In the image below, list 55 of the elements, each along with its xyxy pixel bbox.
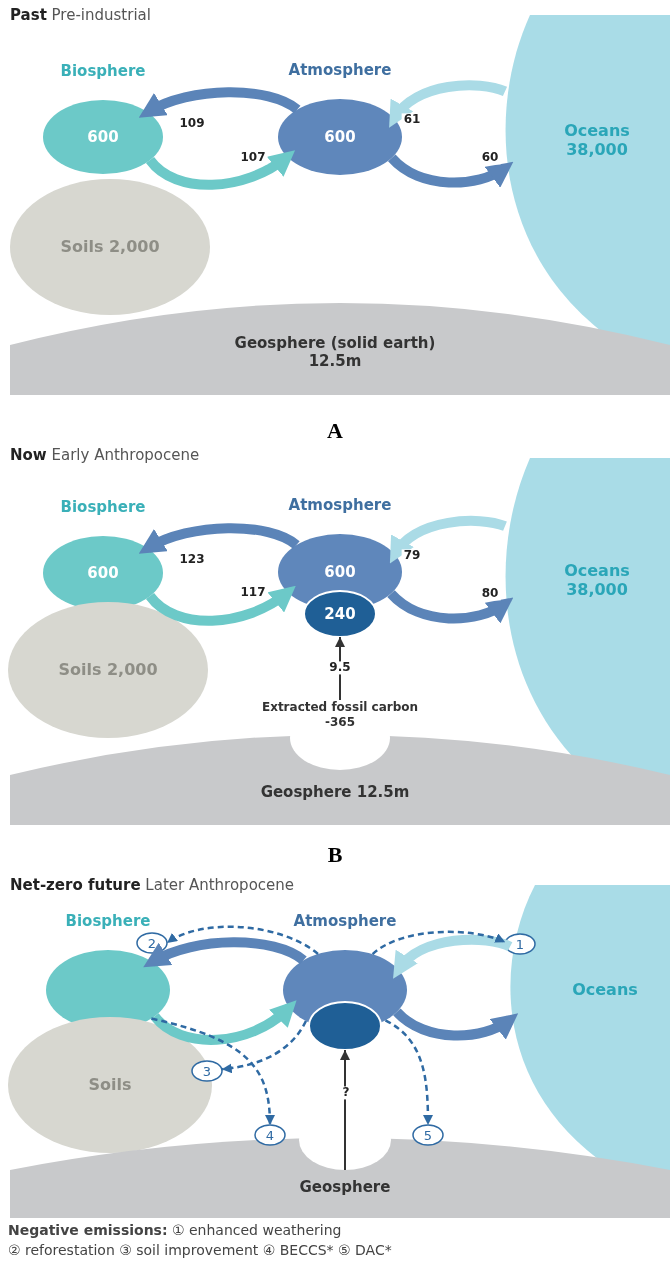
flux-arrow <box>142 937 307 967</box>
callout-number: 1 <box>504 933 536 955</box>
reservoir-value: Soils 2,000 <box>57 660 159 680</box>
flux-arrow <box>138 87 301 118</box>
arrow <box>340 1049 350 1171</box>
reservoir-value: 600 <box>86 128 120 146</box>
flux-arrow <box>393 1008 519 1041</box>
legend-note: ② reforestation ③ soil improvement ④ BECCS* ⑤ DAC* <box>8 1242 392 1258</box>
flux-arrow <box>388 80 507 128</box>
callout-number: 5 <box>412 1124 444 1146</box>
flux-arrow <box>392 934 512 978</box>
reservoir-value: Soils <box>87 1075 133 1095</box>
panel-letter: A <box>327 418 343 444</box>
flux-label: 107 <box>238 151 268 165</box>
dashed-arrow <box>221 1020 308 1074</box>
geosphere-label: Geosphere (solid earth) 12.5m <box>233 334 437 370</box>
reservoir-value: 600 <box>86 564 120 582</box>
flux-label: 9.5 <box>327 661 353 675</box>
flux-label: 60 <box>479 151 501 165</box>
panel-title: Past Pre-industrial <box>10 6 151 24</box>
flux-arrow <box>388 154 514 188</box>
reservoir-heading: Biosphere <box>59 62 147 80</box>
source-label: Extracted fossil carbon -365 <box>260 700 420 730</box>
dashed-arrow <box>166 925 319 955</box>
reservoir-heading: Biosphere <box>59 498 147 516</box>
dashed-arrow <box>151 1017 275 1126</box>
flux-arrow <box>138 523 300 554</box>
callout-number: 3 <box>191 1060 223 1082</box>
reservoir-value: 600 <box>323 128 357 146</box>
reservoir-value: 600 <box>323 563 357 581</box>
flux-arrow <box>388 515 507 563</box>
geosphere-label: Geosphere <box>298 1178 392 1196</box>
reservoir-label: Oceans 38,000 <box>563 120 631 160</box>
flux-label: 80 <box>479 587 501 601</box>
reservoir-label: Oceans <box>571 980 639 1000</box>
panel-title: Now Early Anthropocene <box>10 446 200 464</box>
reservoir-heading: Atmosphere <box>287 496 393 514</box>
dashed-arrow <box>371 930 506 956</box>
reservoir-value: Soils 2,000 <box>59 237 161 257</box>
reservoir-label: Oceans 38,000 <box>563 560 631 600</box>
reservoir-heading: Atmosphere <box>287 61 393 79</box>
flux-arrow <box>146 150 296 190</box>
flux-arrow <box>146 586 297 626</box>
callout-number: 2 <box>136 932 168 954</box>
reservoir-value: 240 <box>323 605 357 623</box>
flux-label: ? <box>340 1086 352 1100</box>
reservoir-heading: Atmosphere <box>292 912 398 930</box>
flux-arrow <box>151 1000 298 1045</box>
panel-letter: B <box>327 842 343 868</box>
callout-number: 4 <box>254 1124 286 1146</box>
geosphere-label: Geosphere 12.5m <box>259 783 411 801</box>
dashed-arrow <box>384 1019 433 1125</box>
reservoir-heading: Biosphere <box>64 912 152 930</box>
panel-title: Net-zero future Later Anthropocene <box>10 876 295 894</box>
flux-arrow <box>387 589 514 624</box>
